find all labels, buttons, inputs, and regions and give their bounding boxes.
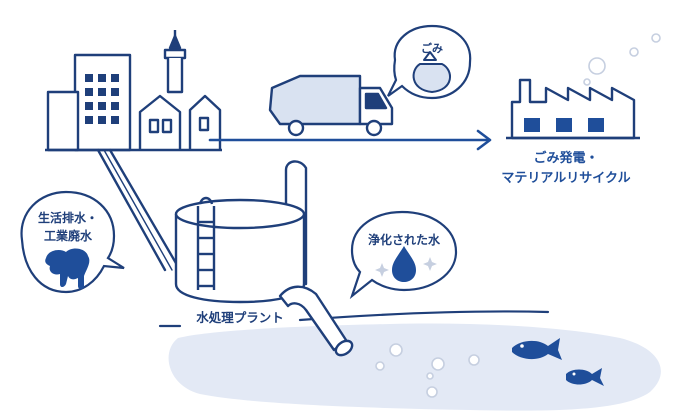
factory-icon xyxy=(506,78,640,140)
river-water xyxy=(168,323,661,411)
purified-water-label: 浄化された水 xyxy=(368,232,441,247)
sewer-pipes xyxy=(96,148,182,272)
water-drop-icon xyxy=(392,246,416,282)
sparkle-icon xyxy=(375,257,437,277)
river xyxy=(168,323,661,411)
garbage-truck-icon xyxy=(268,74,394,137)
outlet-pipe xyxy=(278,285,354,357)
fish-icon xyxy=(512,338,604,386)
recycle-label-line2: マテリアルリサイクル xyxy=(501,171,630,186)
wastewater-label-line1: 生活排水・ xyxy=(38,210,98,225)
wastewater-label-line2: 工業廃水 xyxy=(44,228,93,243)
flow-arrow-to-factory xyxy=(208,129,492,151)
city-buildings-icon xyxy=(45,30,222,152)
garbage-bubble: ごみ xyxy=(387,24,472,100)
garbage-label: ごみ xyxy=(421,41,443,55)
wastewater-stain-icon xyxy=(45,248,90,289)
water-tank-icon xyxy=(174,160,308,304)
garbage-bag-icon xyxy=(412,51,451,93)
wastewater-bubble: 生活排水・ 工業廃水 xyxy=(20,190,125,294)
recycle-label-line1: ごみ発電・ xyxy=(533,150,598,166)
purified-water-bubble: 浄化された水 xyxy=(349,210,458,300)
plant-label: 水処理プラント xyxy=(196,310,284,325)
river-bubbles xyxy=(375,343,480,398)
bubble-icon xyxy=(583,33,661,86)
